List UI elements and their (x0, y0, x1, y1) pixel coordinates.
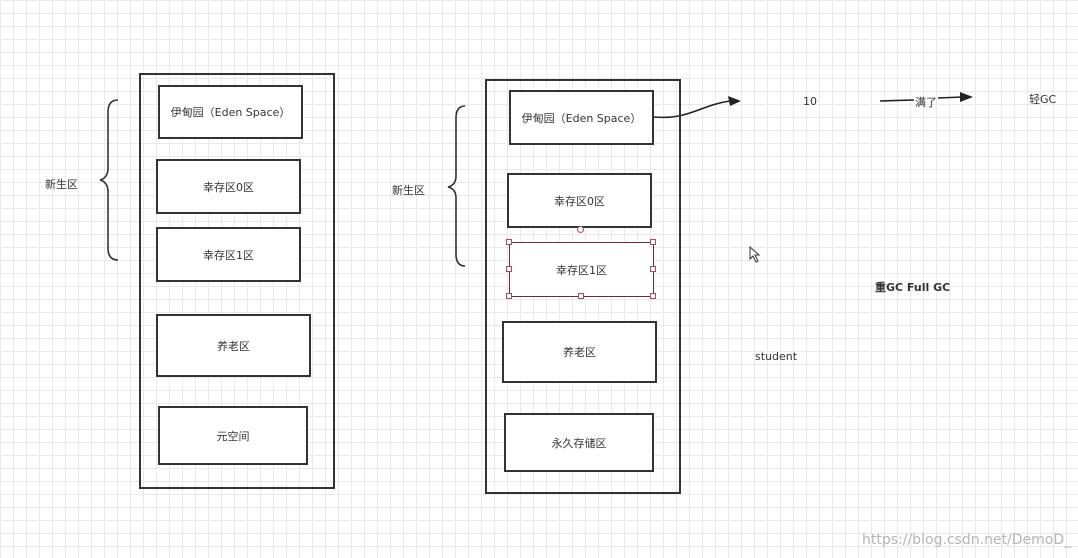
selection-handle-tl[interactable] (506, 239, 512, 245)
left-survivor1-box[interactable]: 幸存区1区 (156, 227, 301, 282)
full-arrow-left (879, 99, 915, 102)
left-eden-box[interactable]: 伊甸园（Eden Space） (158, 85, 303, 139)
left-eden-label: 伊甸园（Eden Space） (170, 106, 291, 119)
full-arrow-right (937, 96, 963, 99)
right-survivor1-box-selected[interactable]: 幸存区1区 (509, 242, 654, 297)
student-label: student (755, 350, 798, 363)
selection-handle-br[interactable] (650, 293, 656, 299)
selection-handle-rm[interactable] (650, 266, 656, 272)
left-old-box[interactable]: 养老区 (156, 314, 311, 377)
watermark: https://blog.csdn.net/DemoD_ (862, 532, 1072, 548)
right-permgen-label: 永久存储区 (551, 436, 607, 450)
left-brace (99, 99, 119, 261)
minor-gc-label: 轻GC (1029, 93, 1057, 106)
left-old-label: 养老区 (217, 339, 250, 353)
major-gc-label: 重GC Full GC (875, 281, 951, 294)
right-heap-container[interactable] (485, 79, 681, 494)
left-survivor0-box[interactable]: 幸存区0区 (156, 159, 301, 214)
left-metaspace-label: 元空间 (216, 429, 250, 443)
right-old-label: 养老区 (563, 346, 596, 359)
eden-arrow-head (728, 96, 741, 106)
full-label: 满了 (915, 96, 937, 109)
left-survivor1-label: 幸存区1区 (203, 248, 254, 262)
right-eden-label: 伊甸园（Eden Space） (521, 111, 642, 125)
full-arrow-head (960, 92, 973, 102)
right-survivor0-box[interactable]: 幸存区0区 (507, 173, 652, 228)
right-brace (447, 105, 466, 267)
eden-arrow (652, 100, 731, 119)
mouse-cursor-icon (749, 245, 761, 263)
left-survivor0-label: 幸存区0区 (203, 180, 254, 194)
right-survivor0-label: 幸存区0区 (554, 194, 605, 208)
selection-handle-tr[interactable] (650, 239, 656, 245)
count-label: 10 (803, 95, 817, 108)
right-eden-box[interactable]: 伊甸园（Eden Space） (509, 90, 654, 145)
left-young-gen-label: 新生区 (45, 178, 78, 191)
right-young-gen-label: 新生区 (392, 184, 425, 197)
right-survivor1-label: 幸存区1区 (556, 263, 607, 277)
left-heap-container[interactable] (139, 73, 335, 489)
right-permgen-box[interactable]: 永久存储区 (504, 413, 654, 472)
selection-handle-lm[interactable] (506, 266, 512, 272)
right-old-box[interactable]: 养老区 (502, 321, 657, 383)
left-metaspace-box[interactable]: 元空间 (158, 406, 308, 465)
selection-handle-bm[interactable] (578, 293, 584, 299)
rotation-handle[interactable] (577, 226, 584, 233)
selection-handle-bl[interactable] (506, 293, 512, 299)
